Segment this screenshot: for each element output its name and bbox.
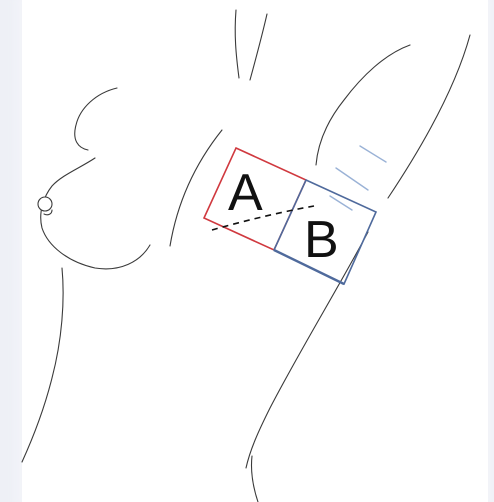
nipple-icon	[38, 197, 52, 211]
clavicle-line-right	[250, 14, 267, 80]
region-a-label: A	[228, 164, 263, 222]
breast-upper-curve	[75, 88, 117, 150]
torso-side-line	[22, 268, 63, 462]
clavicle-line-left	[235, 10, 239, 78]
skin-crease-2	[336, 168, 368, 190]
skin-crease-3	[330, 196, 352, 210]
arm-upper-curve	[316, 45, 410, 165]
region-b-label: B	[304, 211, 339, 269]
arm-outer-edge	[388, 35, 470, 198]
breast-outline	[41, 158, 150, 269]
skin-crease-1	[360, 146, 386, 162]
arm-hinge-line	[251, 456, 258, 502]
